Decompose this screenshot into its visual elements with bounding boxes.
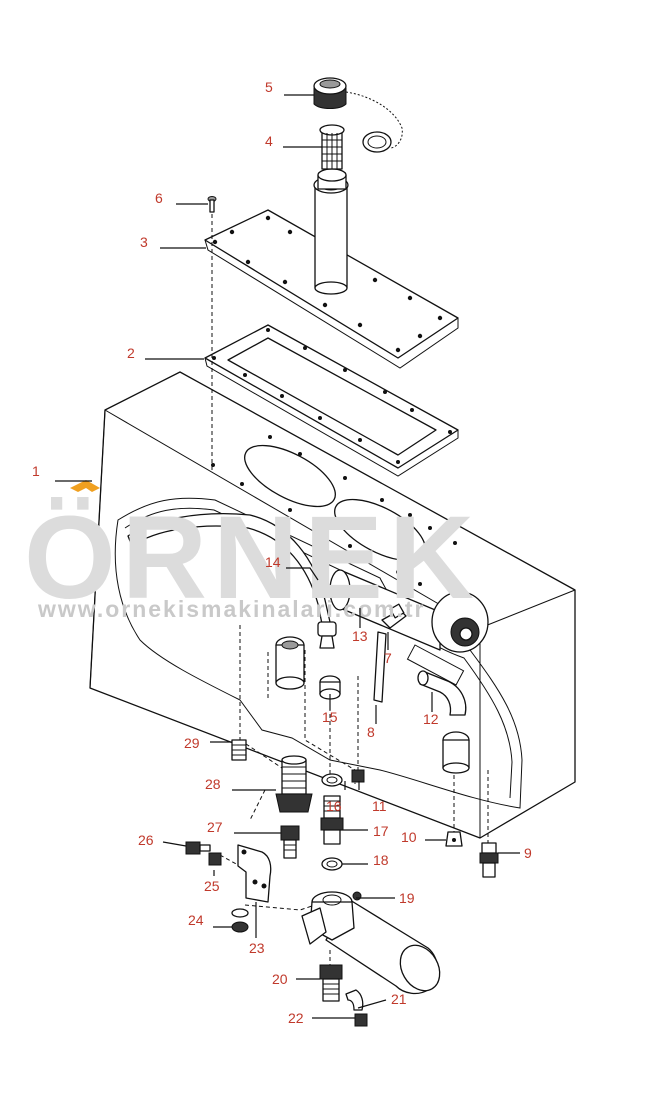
- callout-3: 3: [140, 234, 148, 250]
- callout-24: 24: [188, 912, 204, 928]
- callout-25: 25: [204, 878, 220, 894]
- callout-27: 27: [207, 819, 223, 835]
- callout-22: 22: [288, 1010, 304, 1026]
- seal-ring-18: [321, 857, 343, 871]
- watermark-url: www.ornekismakinalari.com.tr: [37, 596, 426, 622]
- callout-7: 7: [384, 650, 392, 666]
- mounting-bracket: [237, 844, 272, 903]
- assembly-line: [219, 625, 489, 975]
- nipple-20: [319, 964, 343, 1002]
- bolt-26: [185, 841, 211, 855]
- callout-4: 4: [265, 133, 273, 149]
- level-tube: [373, 603, 407, 703]
- watermark: ÖRNEK www.ornekismakinalari.com.tr: [24, 480, 480, 624]
- filler-cap: [313, 77, 403, 153]
- callout-23: 23: [249, 940, 265, 956]
- callout-18: 18: [373, 852, 389, 868]
- fitting-10: [445, 831, 463, 847]
- callout-9: 9: [524, 845, 532, 861]
- nipple-17: [320, 795, 344, 845]
- filler-neck: [313, 168, 349, 295]
- callout-28: 28: [205, 776, 221, 792]
- callout-6: 6: [155, 190, 163, 206]
- plug-22: [354, 1013, 368, 1027]
- washer-24: [231, 908, 249, 933]
- suction-strainer: [275, 755, 313, 813]
- callout-2: 2: [127, 345, 135, 361]
- fitting-11: [351, 769, 365, 783]
- callout-26: 26: [138, 832, 154, 848]
- watermark-accent-mark: [70, 480, 100, 492]
- screw: [207, 196, 217, 470]
- callout-labels: 5 4 6 3 2 1 14 13 7 8 12 15 29 28 16 11 …: [32, 79, 532, 1026]
- breather-fitting: [442, 731, 470, 774]
- callout-19: 19: [399, 890, 415, 906]
- callout-8: 8: [367, 724, 375, 740]
- callout-16: 16: [326, 798, 342, 814]
- adaptor-27: [280, 825, 300, 859]
- callout-5: 5: [265, 79, 273, 95]
- callout-29: 29: [184, 735, 200, 751]
- callout-15: 15: [322, 709, 338, 725]
- callout-11: 11: [372, 798, 387, 814]
- callout-21: 21: [391, 991, 407, 1007]
- fitting-9: [479, 842, 499, 878]
- return-elbow: [417, 670, 467, 716]
- leader-lines: [55, 94, 520, 1019]
- callout-13: 13: [352, 628, 368, 644]
- seal-ring-16: [321, 773, 343, 787]
- callout-12: 12: [423, 711, 439, 727]
- suction-strainer-seat: [275, 636, 305, 690]
- pressure-filter: [301, 891, 441, 995]
- nut-25: [208, 852, 222, 866]
- callout-10: 10: [401, 829, 417, 845]
- elbow-21: [345, 989, 364, 1011]
- hydraulic-tank: [89, 371, 576, 839]
- suction-hose: [127, 513, 337, 649]
- callout-20: 20: [272, 971, 288, 987]
- callout-1: 1: [32, 463, 40, 479]
- adaptor-29: [231, 739, 247, 761]
- callout-17: 17: [373, 823, 389, 839]
- strainer: [319, 124, 345, 170]
- watermark-brand: ÖRNEK: [24, 492, 480, 624]
- gasket: [204, 324, 459, 477]
- callout-14: 14: [265, 554, 281, 570]
